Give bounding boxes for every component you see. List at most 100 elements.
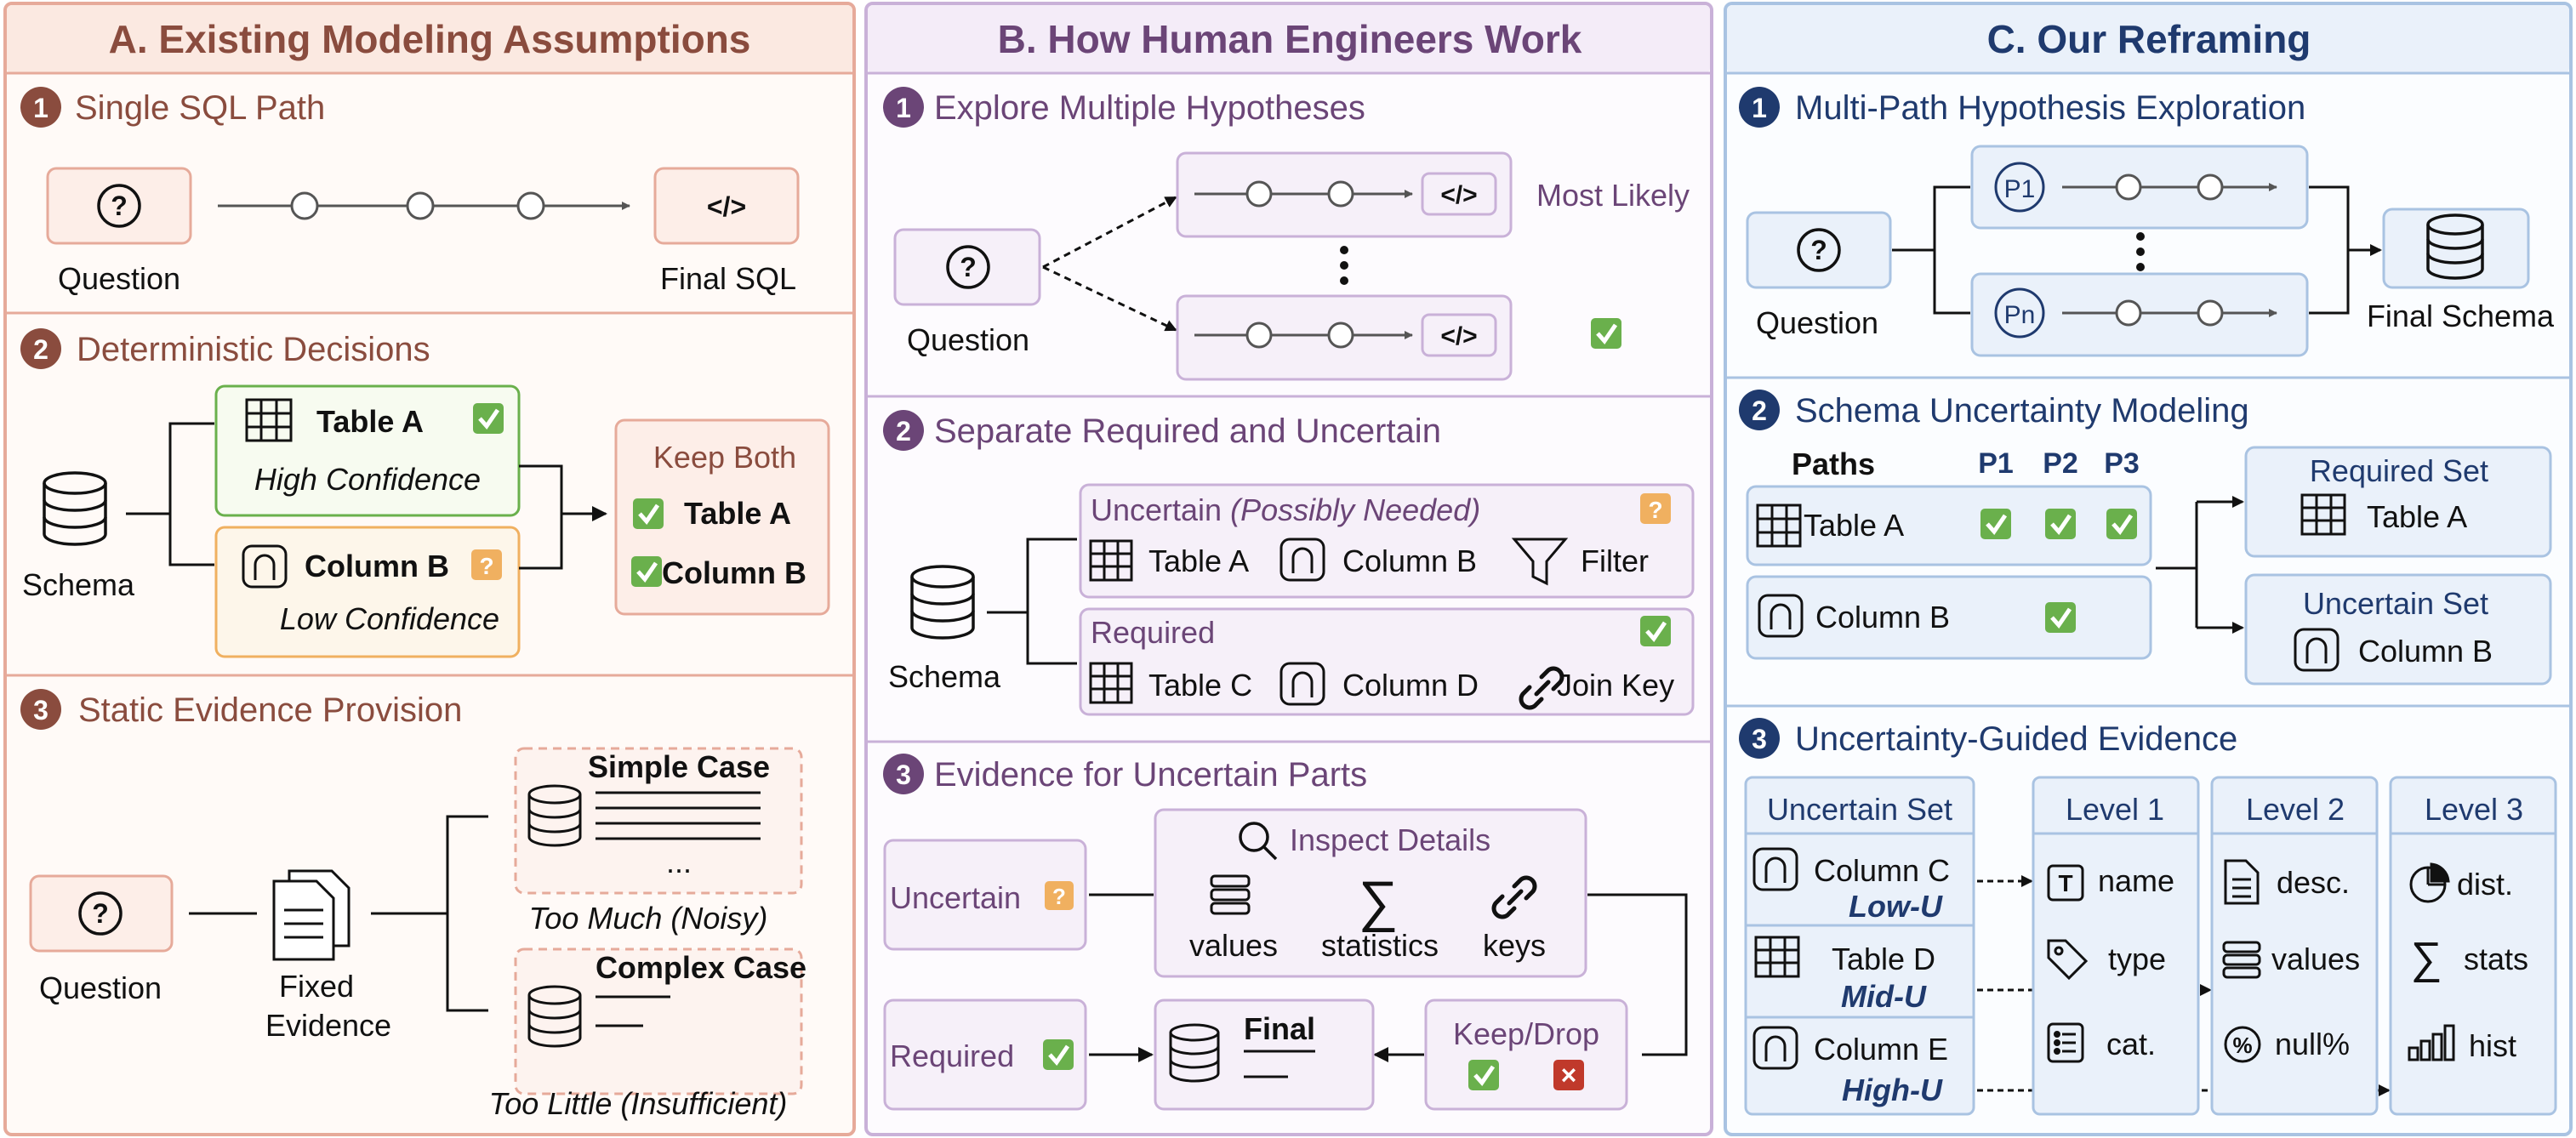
uncertain-mark: ? [1052, 884, 1066, 909]
question-mark: ? [1810, 235, 1827, 265]
section-b1-title: Explore Multiple Hypotheses [934, 89, 1365, 127]
documents-icon [272, 869, 350, 961]
required-label: Required [890, 1038, 1014, 1073]
section-b2-title: Separate Required and Uncertain [934, 413, 1441, 450]
check-icon [1640, 616, 1671, 646]
uncertain-label: Uncertain [890, 880, 1021, 915]
p2-header: P2 [2043, 447, 2078, 480]
uncertain-table-label: Table A [1148, 543, 1249, 578]
simple-case-label: Simple Case [588, 749, 770, 784]
section-b3: 3 Evidence for Uncertain Parts Uncertain… [883, 754, 1688, 1111]
section-a3-title: Static Evidence Provision [78, 691, 462, 729]
text-icon-glyph: T [2058, 870, 2072, 896]
tag-icon [2047, 939, 2089, 981]
path-one-label: P1 [2004, 175, 2036, 203]
server-icon [1210, 874, 1251, 915]
low-confidence-label: Low Confidence [280, 601, 499, 636]
ellipsis-dot [2136, 232, 2145, 241]
check-icon [2045, 602, 2076, 633]
check-icon [631, 556, 662, 587]
level-1-name: name [2098, 863, 2174, 898]
link-icon [1519, 666, 1564, 710]
level-3-stats: stats [2464, 942, 2528, 976]
table-icon [245, 398, 293, 442]
database-icon [2426, 213, 2484, 280]
section-a3-number: 3 [33, 695, 48, 725]
ellipsis-dot [2136, 248, 2145, 256]
final-sql-label: Final SQL [660, 261, 796, 296]
section-a3: 3 Static Evidence Provision ? Question F… [20, 689, 806, 1121]
uncertain-column-label: Column B [2358, 634, 2493, 669]
section-a2-number: 2 [33, 334, 48, 365]
section-a2: 2 Deterministic Decisions Schema Table A… [20, 328, 830, 658]
path-node [1327, 321, 1354, 349]
section-a1-number: 1 [33, 93, 48, 123]
path-node [2197, 299, 2224, 327]
level-2-null-rate: null% [2275, 1027, 2350, 1061]
table-a-label: Table A [316, 404, 424, 439]
check-icon [1980, 509, 2011, 539]
path-node [2115, 299, 2142, 327]
check-icon [1468, 1060, 1499, 1090]
path-node [406, 191, 435, 220]
check-icon [1043, 1039, 1074, 1070]
text-lines [596, 791, 761, 840]
column-icon [2294, 628, 2339, 672]
column-b-label: Column B [305, 549, 449, 583]
table-d-label: Table D [1832, 942, 1935, 976]
section-b3-number: 3 [896, 760, 911, 790]
cross-mark: × [1561, 1060, 1577, 1090]
required-set-label: Required Set [2310, 453, 2488, 488]
question-label: Question [39, 970, 162, 1005]
path-node [1245, 321, 1273, 349]
p3-header: P3 [2104, 447, 2140, 480]
question-icon [78, 891, 123, 936]
percent-icon [2224, 1026, 2261, 1063]
fixed-evidence-label-2: Evidence [265, 1008, 391, 1043]
sigma-icon: ∑ [1358, 869, 1398, 932]
pie-chart-icon [2409, 862, 2450, 903]
search-icon [1239, 822, 1278, 861]
text-lines [596, 995, 670, 1027]
database-icon [1169, 1023, 1220, 1083]
panel-a-title: A. Existing Modeling Assumptions [109, 17, 751, 61]
level-2-description: desc. [2277, 865, 2350, 900]
uncertain-set-header: Uncertain Set [1767, 792, 1952, 827]
column-c-label: Column C [1814, 853, 1950, 888]
question-icon [946, 245, 990, 289]
section-c3: 3 Uncertainty-Guided Evidence Uncertain … [1739, 718, 2557, 1116]
high-confidence-label: High Confidence [254, 462, 481, 497]
uncertain-mark: ? [479, 553, 493, 579]
check-icon [2106, 509, 2137, 539]
document-icon [2224, 859, 2260, 905]
section-c3-number: 3 [1752, 724, 1767, 754]
uncertain-column-label: Column B [1342, 543, 1477, 578]
path-n-badge [1994, 287, 2045, 339]
uncertain-icon [1045, 881, 1074, 910]
schema-label: Schema [888, 659, 1001, 694]
path-n-label: Pn [2004, 301, 2036, 329]
join-key-label: Join Key [1557, 668, 1674, 703]
cross-icon [1553, 1060, 1584, 1090]
section-c1: 1 Multi-Path Hypothesis Exploration ? Qu… [1739, 87, 2555, 357]
sigma-icon: ∑ [2410, 934, 2442, 983]
panel-b: B. How Human Engineers Work 1 Explore Mu… [864, 2, 1713, 1136]
section-b1: 1 Explore Multiple Hypotheses ? Question… [883, 87, 1690, 381]
path-node [1245, 180, 1273, 208]
level-3-header: Level 3 [2425, 792, 2523, 827]
required-title: Required [1091, 615, 1215, 650]
keep-column-label: Column B [662, 555, 806, 590]
uncertain-title: Uncertain(Possibly Needed) [1091, 492, 1480, 527]
ellipsis-dot [1340, 276, 1348, 285]
high-u-label: High-U [1842, 1073, 1943, 1107]
code-icon: </> [1440, 181, 1477, 209]
section-c2-number: 2 [1752, 395, 1767, 426]
histogram-icon [2408, 1024, 2455, 1061]
section-c1-title: Multi-Path Hypothesis Exploration [1795, 89, 2305, 127]
section-a2-title: Deterministic Decisions [77, 331, 430, 368]
final-schema-label: Final Schema [2367, 299, 2555, 333]
panel-b-title: B. How Human Engineers Work [998, 17, 1582, 61]
database-icon [910, 565, 975, 640]
too-much-label: Too Much (Noisy) [529, 901, 768, 936]
